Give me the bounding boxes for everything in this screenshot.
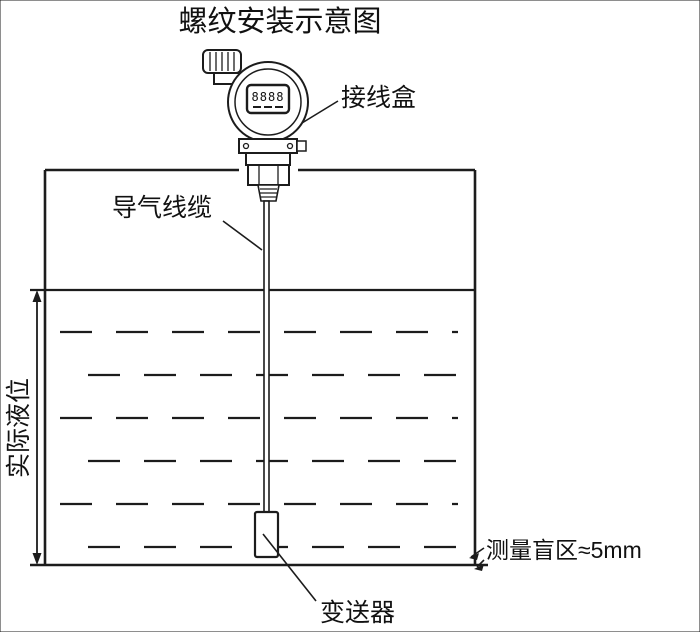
transmitter-leader [262, 533, 317, 602]
blind-zone-label: 测量盲区≈5mm [486, 537, 642, 563]
junction-box-leader [301, 100, 339, 124]
device-body [238, 138, 307, 166]
device-display: 8888 [245, 83, 291, 115]
junction-box-label: 接线盒 [341, 84, 416, 112]
blind-zone-leader-bottom [476, 559, 485, 568]
level-dimension-arrow [32, 290, 42, 565]
air-cable-label: 导气线缆 [112, 194, 212, 222]
water-dashes [60, 330, 458, 549]
probe-body [253, 510, 280, 559]
diagram-title: 螺纹安装示意图 [178, 5, 381, 38]
thread-fitting [247, 164, 290, 202]
air-cable-leader [222, 220, 263, 251]
blind-zone-arrow-top [469, 553, 479, 560]
leader-lines [222, 100, 485, 602]
blind-zone-arrow-bottom [474, 564, 484, 571]
device-display-value: 8888 [252, 90, 285, 104]
blind-zone-leader-top [470, 547, 485, 558]
tank-outline [30, 168, 488, 567]
actual-level-label: 实际液位 [5, 378, 33, 478]
guide-cable [263, 200, 270, 513]
cable-gland [202, 49, 242, 85]
transmitter-device: 8888 [202, 49, 309, 559]
transmitter-label: 变送器 [320, 599, 395, 627]
